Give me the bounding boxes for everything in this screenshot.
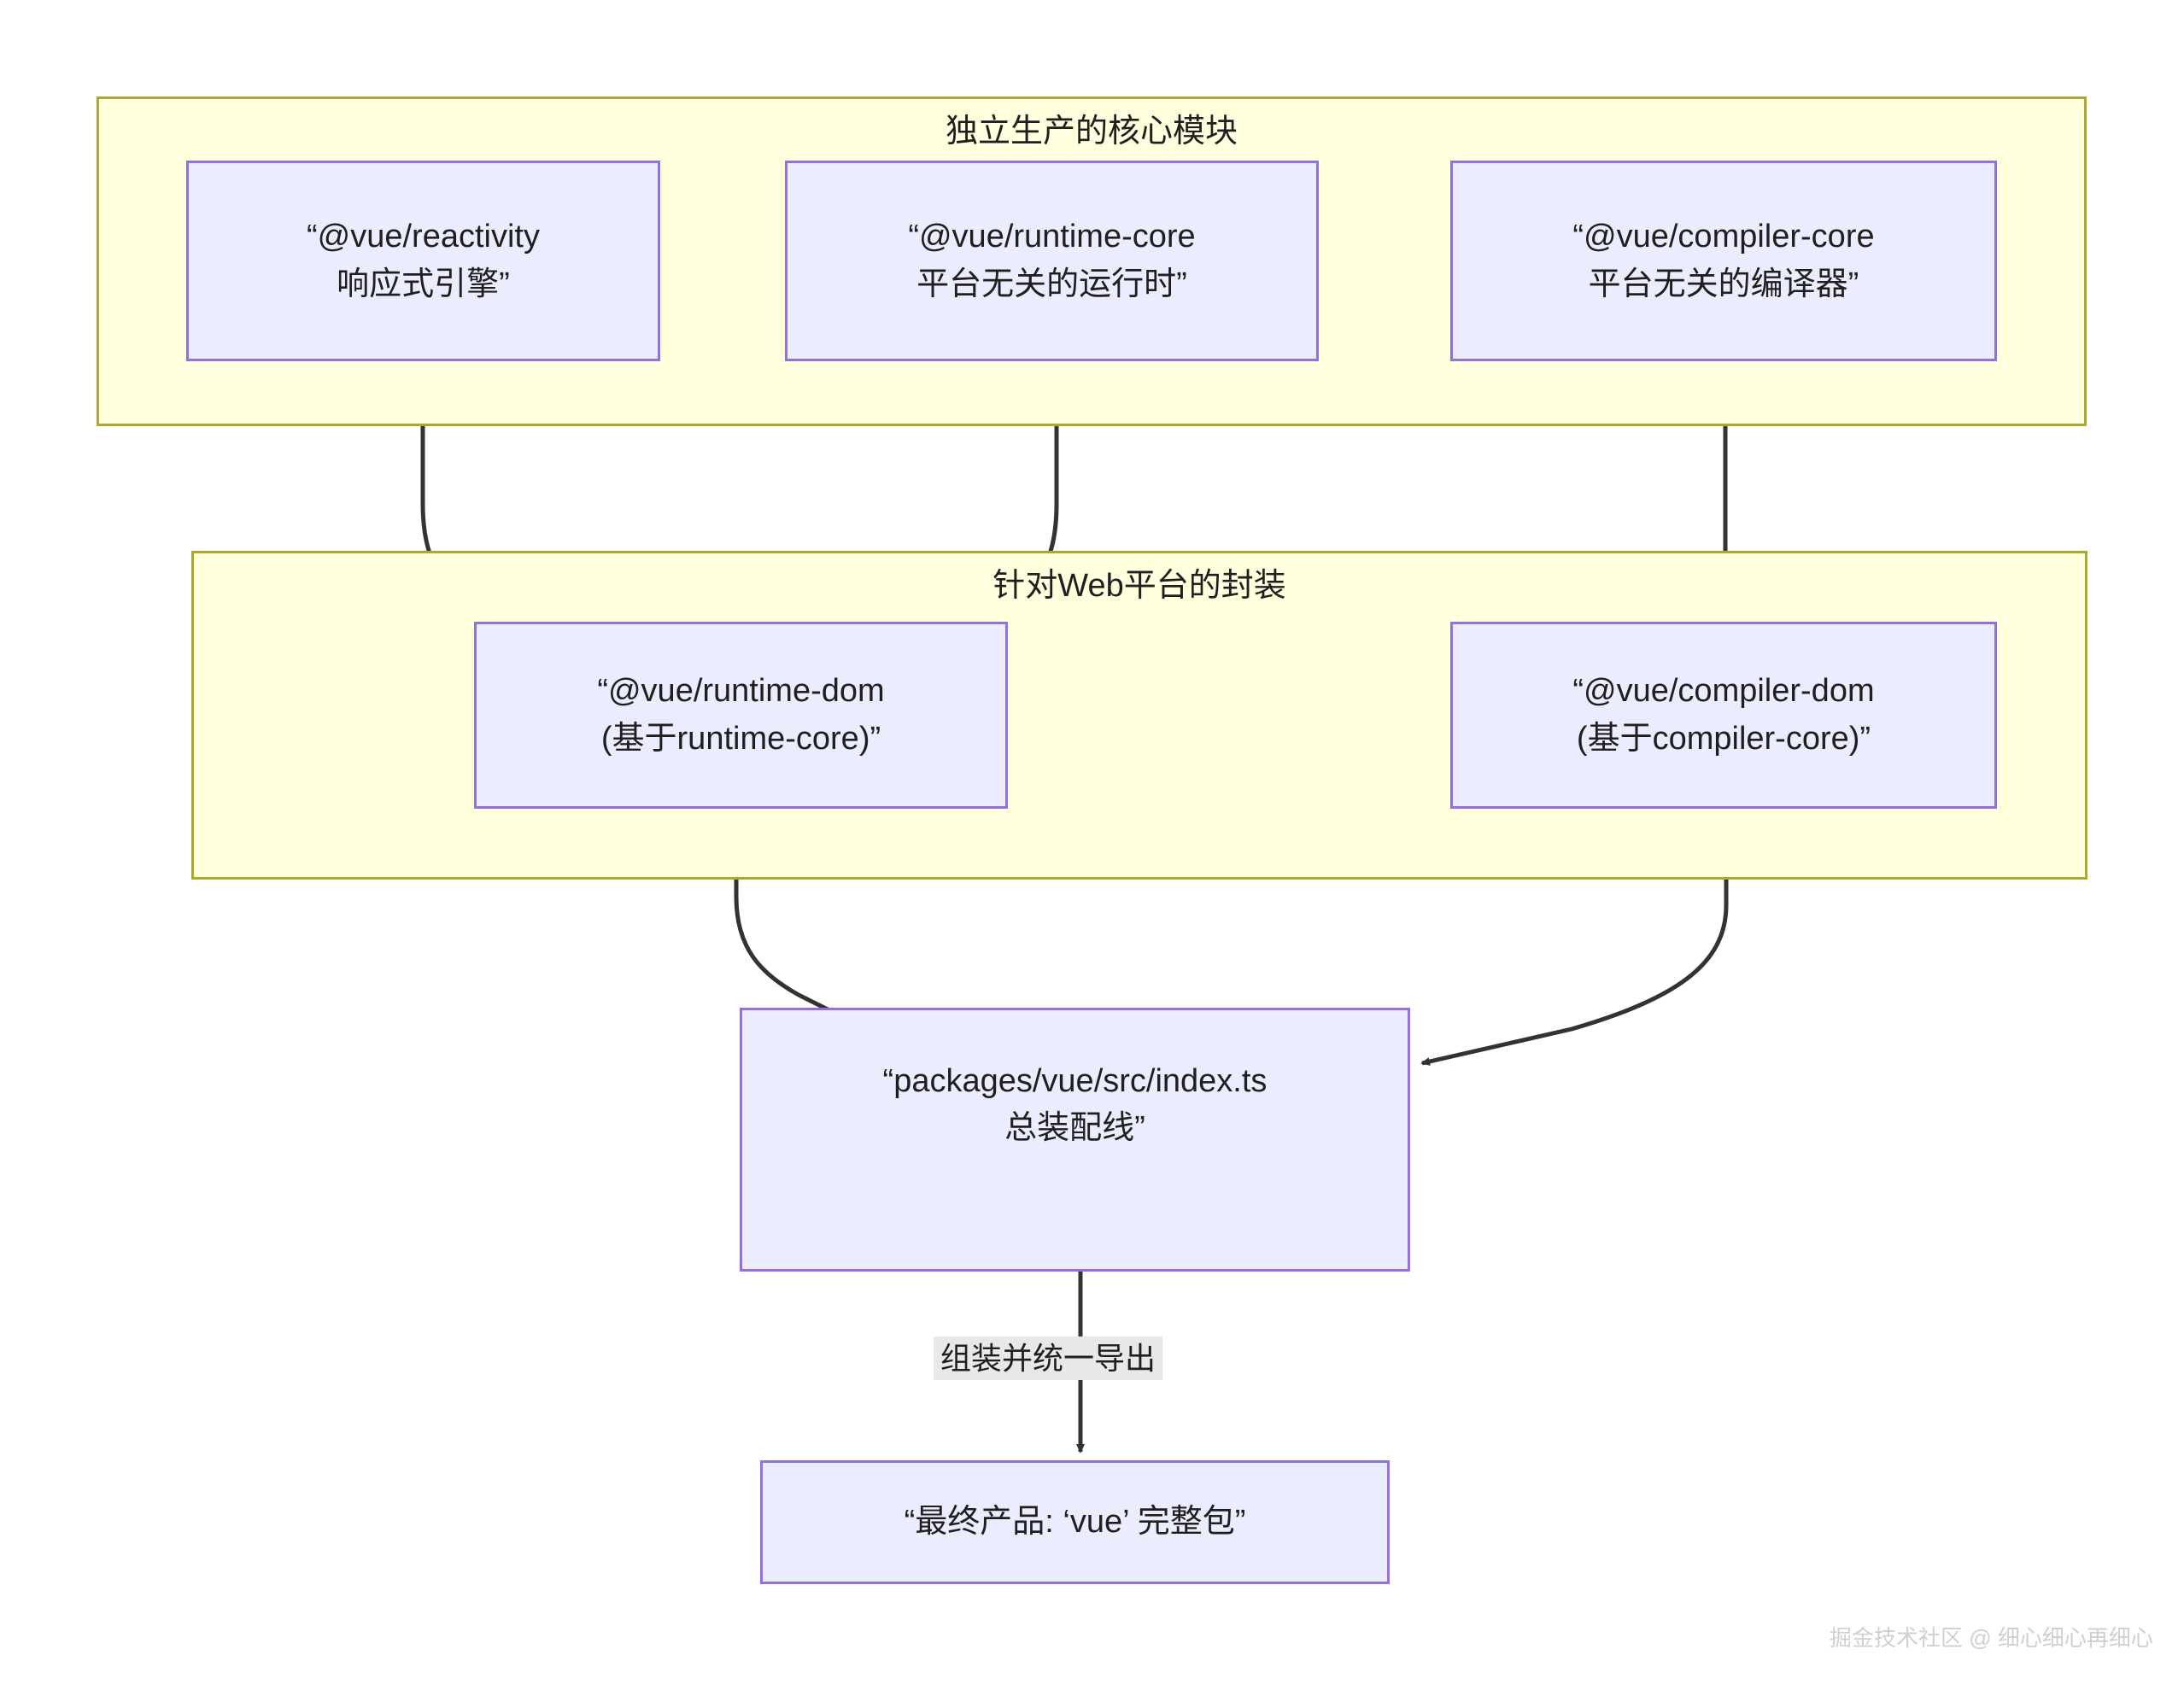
edge-label-index-to-final: 组装并统一导出 (934, 1336, 1163, 1381)
node-runtime-dom[interactable]: “@vue/runtime-dom (基于runtime-core)” (474, 622, 1008, 809)
node-index-ts[interactable]: “packages/vue/src/index.ts 总装配线” (740, 1008, 1410, 1272)
node-runtime-dom-line1: “@vue/runtime-dom (597, 673, 885, 710)
node-compiler-dom[interactable]: “@vue/compiler-dom (基于compiler-core)” (1450, 622, 1997, 809)
node-compiler-core[interactable]: “@vue/compiler-core 平台无关的编译器” (1450, 161, 1997, 361)
node-runtime-core[interactable]: “@vue/runtime-core 平台无关的运行时” (785, 161, 1319, 361)
node-final-package-line1: “最终产品: ‘vue’ 完整包” (904, 1503, 1246, 1540)
cluster-web-wrappers-title: 针对Web平台的封装 (992, 568, 1286, 604)
node-compiler-core-line2: 平台无关的编译器” (1588, 266, 1859, 302)
node-index-ts-line1: “packages/vue/src/index.ts (882, 1063, 1268, 1099)
node-compiler-dom-line2: (基于compiler-core)” (1576, 720, 1871, 757)
node-runtime-dom-line2: (基于runtime-core)” (600, 720, 881, 757)
node-runtime-core-line1: “@vue/runtime-core (908, 219, 1196, 255)
node-reactivity-line1: “@vue/reactivity (307, 219, 540, 255)
node-index-ts-line2: 总装配线” (1004, 1110, 1145, 1147)
node-runtime-core-line2: 平台无关的运行时” (916, 266, 1187, 302)
watermark: 掘金技术社区 @ 细心细心再细心 (1830, 1625, 2153, 1651)
node-compiler-core-line1: “@vue/compiler-core (1572, 219, 1875, 255)
cluster-core-modules-title: 独立生产的核心模块 (945, 114, 1238, 149)
node-reactivity[interactable]: “@vue/reactivity 响应式引擎” (186, 161, 660, 361)
node-reactivity-line2: 响应式引擎” (337, 266, 510, 302)
node-compiler-dom-line1: “@vue/compiler-dom (1572, 673, 1875, 710)
node-final-package[interactable]: “最终产品: ‘vue’ 完整包” (760, 1460, 1390, 1584)
